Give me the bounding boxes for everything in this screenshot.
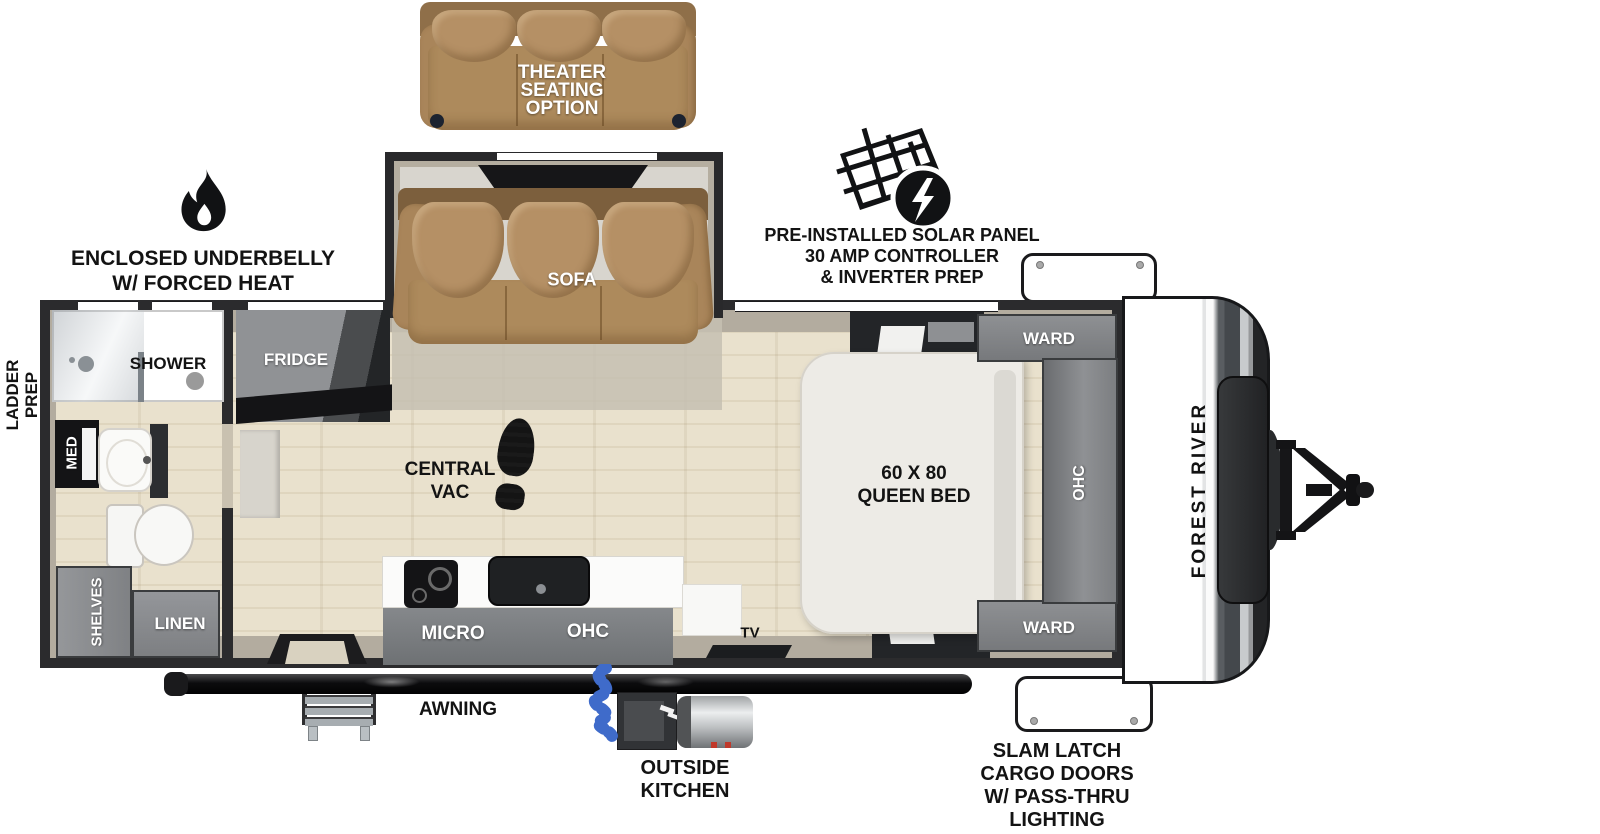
kitchen-counter-end [682, 584, 742, 636]
queen-bed: 60 X 80 QUEEN BED [800, 352, 1024, 634]
micro-ohc-cabinet: MICRO OHC [383, 608, 673, 665]
micro-label: MICRO [421, 623, 485, 645]
solar-panel-bolt-icon [836, 127, 956, 231]
step-rung [305, 706, 373, 715]
seat-seam [600, 286, 602, 340]
cargo-door-bottom [1015, 676, 1153, 732]
back-cushion [412, 202, 504, 298]
cooktop-icon [404, 560, 458, 608]
slideout-roof-vent [497, 153, 657, 160]
awning-end-cap [164, 672, 188, 696]
boot-heel [493, 481, 527, 512]
mirror [82, 428, 96, 480]
fridge-label: FRIDGE [263, 350, 329, 370]
screw-icon [1030, 717, 1038, 725]
tv-icon [706, 645, 792, 658]
med-label: MED [63, 436, 81, 470]
bed-pillow-band [994, 370, 1016, 616]
back-cushion [432, 10, 516, 62]
step-rail [371, 693, 376, 725]
bath-sink [98, 428, 152, 492]
seat-seam [505, 286, 507, 340]
linen-cabinet: LINEN [132, 590, 220, 658]
entry-door-inner [285, 641, 349, 664]
bath-door-opening [222, 424, 233, 508]
shower-glass [52, 310, 144, 402]
solar-callout: PRE-INSTALLED SOLAR PANEL 30 AMP CONTROL… [764, 225, 1040, 287]
ward-top-label: WARD [1023, 329, 1075, 349]
awning-label: AWNING [418, 699, 498, 720]
burner-large [428, 567, 452, 591]
shower-head-icon [78, 356, 94, 372]
coiled-hose-icon [588, 664, 619, 744]
ward-top: WARD [977, 314, 1117, 362]
screw-icon [1130, 717, 1138, 725]
bath-vanity [150, 424, 168, 498]
trailer-hitch [1260, 430, 1374, 550]
shelves-label: SHELVES [88, 577, 106, 647]
shower-label: SHOWER [129, 354, 207, 374]
outside-kitchen-unit [617, 692, 677, 750]
step-foot [360, 726, 370, 741]
awning-bar [166, 674, 972, 694]
sofa-foot [430, 114, 444, 128]
bedroom-ohc [1042, 358, 1118, 604]
slam-latch-callout: SLAM LATCH CARGO DOORS W/ PASS-THRU LIGH… [980, 740, 1134, 831]
seat-seam [602, 54, 604, 126]
tank-cap [677, 696, 691, 748]
brand-label: FOREST RIVER [1189, 401, 1211, 579]
linen-label: LINEN [154, 614, 206, 634]
shower-glass-panel [138, 352, 144, 402]
back-cushion [507, 202, 599, 298]
sofa-foot [672, 114, 686, 128]
faucet-icon [143, 456, 151, 464]
kitchen-ohc-label: OHC [566, 621, 610, 643]
entry-door [267, 634, 367, 664]
ladder-prep-callout: LADDER PREP [3, 359, 41, 431]
kitchen-sink [488, 556, 590, 606]
entry-steps [302, 693, 376, 741]
step-rung [305, 695, 373, 704]
bed-label: 60 X 80 QUEEN BED [857, 463, 971, 507]
ward-bottom: WARD [977, 600, 1117, 652]
theater-seating-label: THEATER SEATING OPTION [517, 62, 607, 119]
step-rail [302, 693, 307, 725]
boot-sole [494, 415, 539, 479]
sink-bowl [106, 439, 148, 487]
toilet-bowl [134, 504, 194, 566]
screw-icon [1036, 261, 1044, 269]
step-foot [308, 726, 318, 741]
flame-icon [181, 169, 226, 232]
tank-valve [711, 742, 717, 748]
medicine-cabinet [55, 420, 99, 488]
ward-bottom-label: WARD [1023, 618, 1075, 638]
faucet-icon [536, 584, 546, 594]
shelves-cabinet [56, 566, 132, 658]
sofa: SOFA [391, 188, 715, 344]
cargo-door-top [1021, 253, 1157, 303]
underbelly-callout: ENCLOSED UNDERBELLY W/ FORCED HEAT [70, 247, 336, 295]
unit-panel [624, 701, 664, 741]
nightstand-top-face [928, 322, 974, 342]
step-rung [305, 717, 373, 726]
burner-small [412, 588, 427, 603]
outside-kitchen-callout: OUTSIDE KITCHEN [640, 757, 730, 802]
central-vac-label: CENTRAL VAC [404, 459, 496, 503]
tank-valve [725, 742, 731, 748]
back-cushion [517, 10, 601, 62]
sofa-label: SOFA [547, 269, 597, 290]
screw-icon [1136, 261, 1144, 269]
shower: SHOWER [52, 310, 224, 402]
theater-seating-sofa: THEATER SEATING OPTION [420, 2, 696, 134]
back-cushion [602, 10, 686, 62]
back-cushion [602, 202, 694, 298]
drain-icon [186, 372, 204, 390]
tv-label: TV [740, 624, 760, 642]
bedroom-ohc-label: OHC [1070, 465, 1088, 501]
outside-kitchen-tank [677, 696, 753, 748]
window-bedroom [735, 301, 998, 312]
galley-end-cabinet [240, 430, 280, 518]
propane-cover [1217, 376, 1269, 604]
seat-seam [516, 54, 518, 126]
